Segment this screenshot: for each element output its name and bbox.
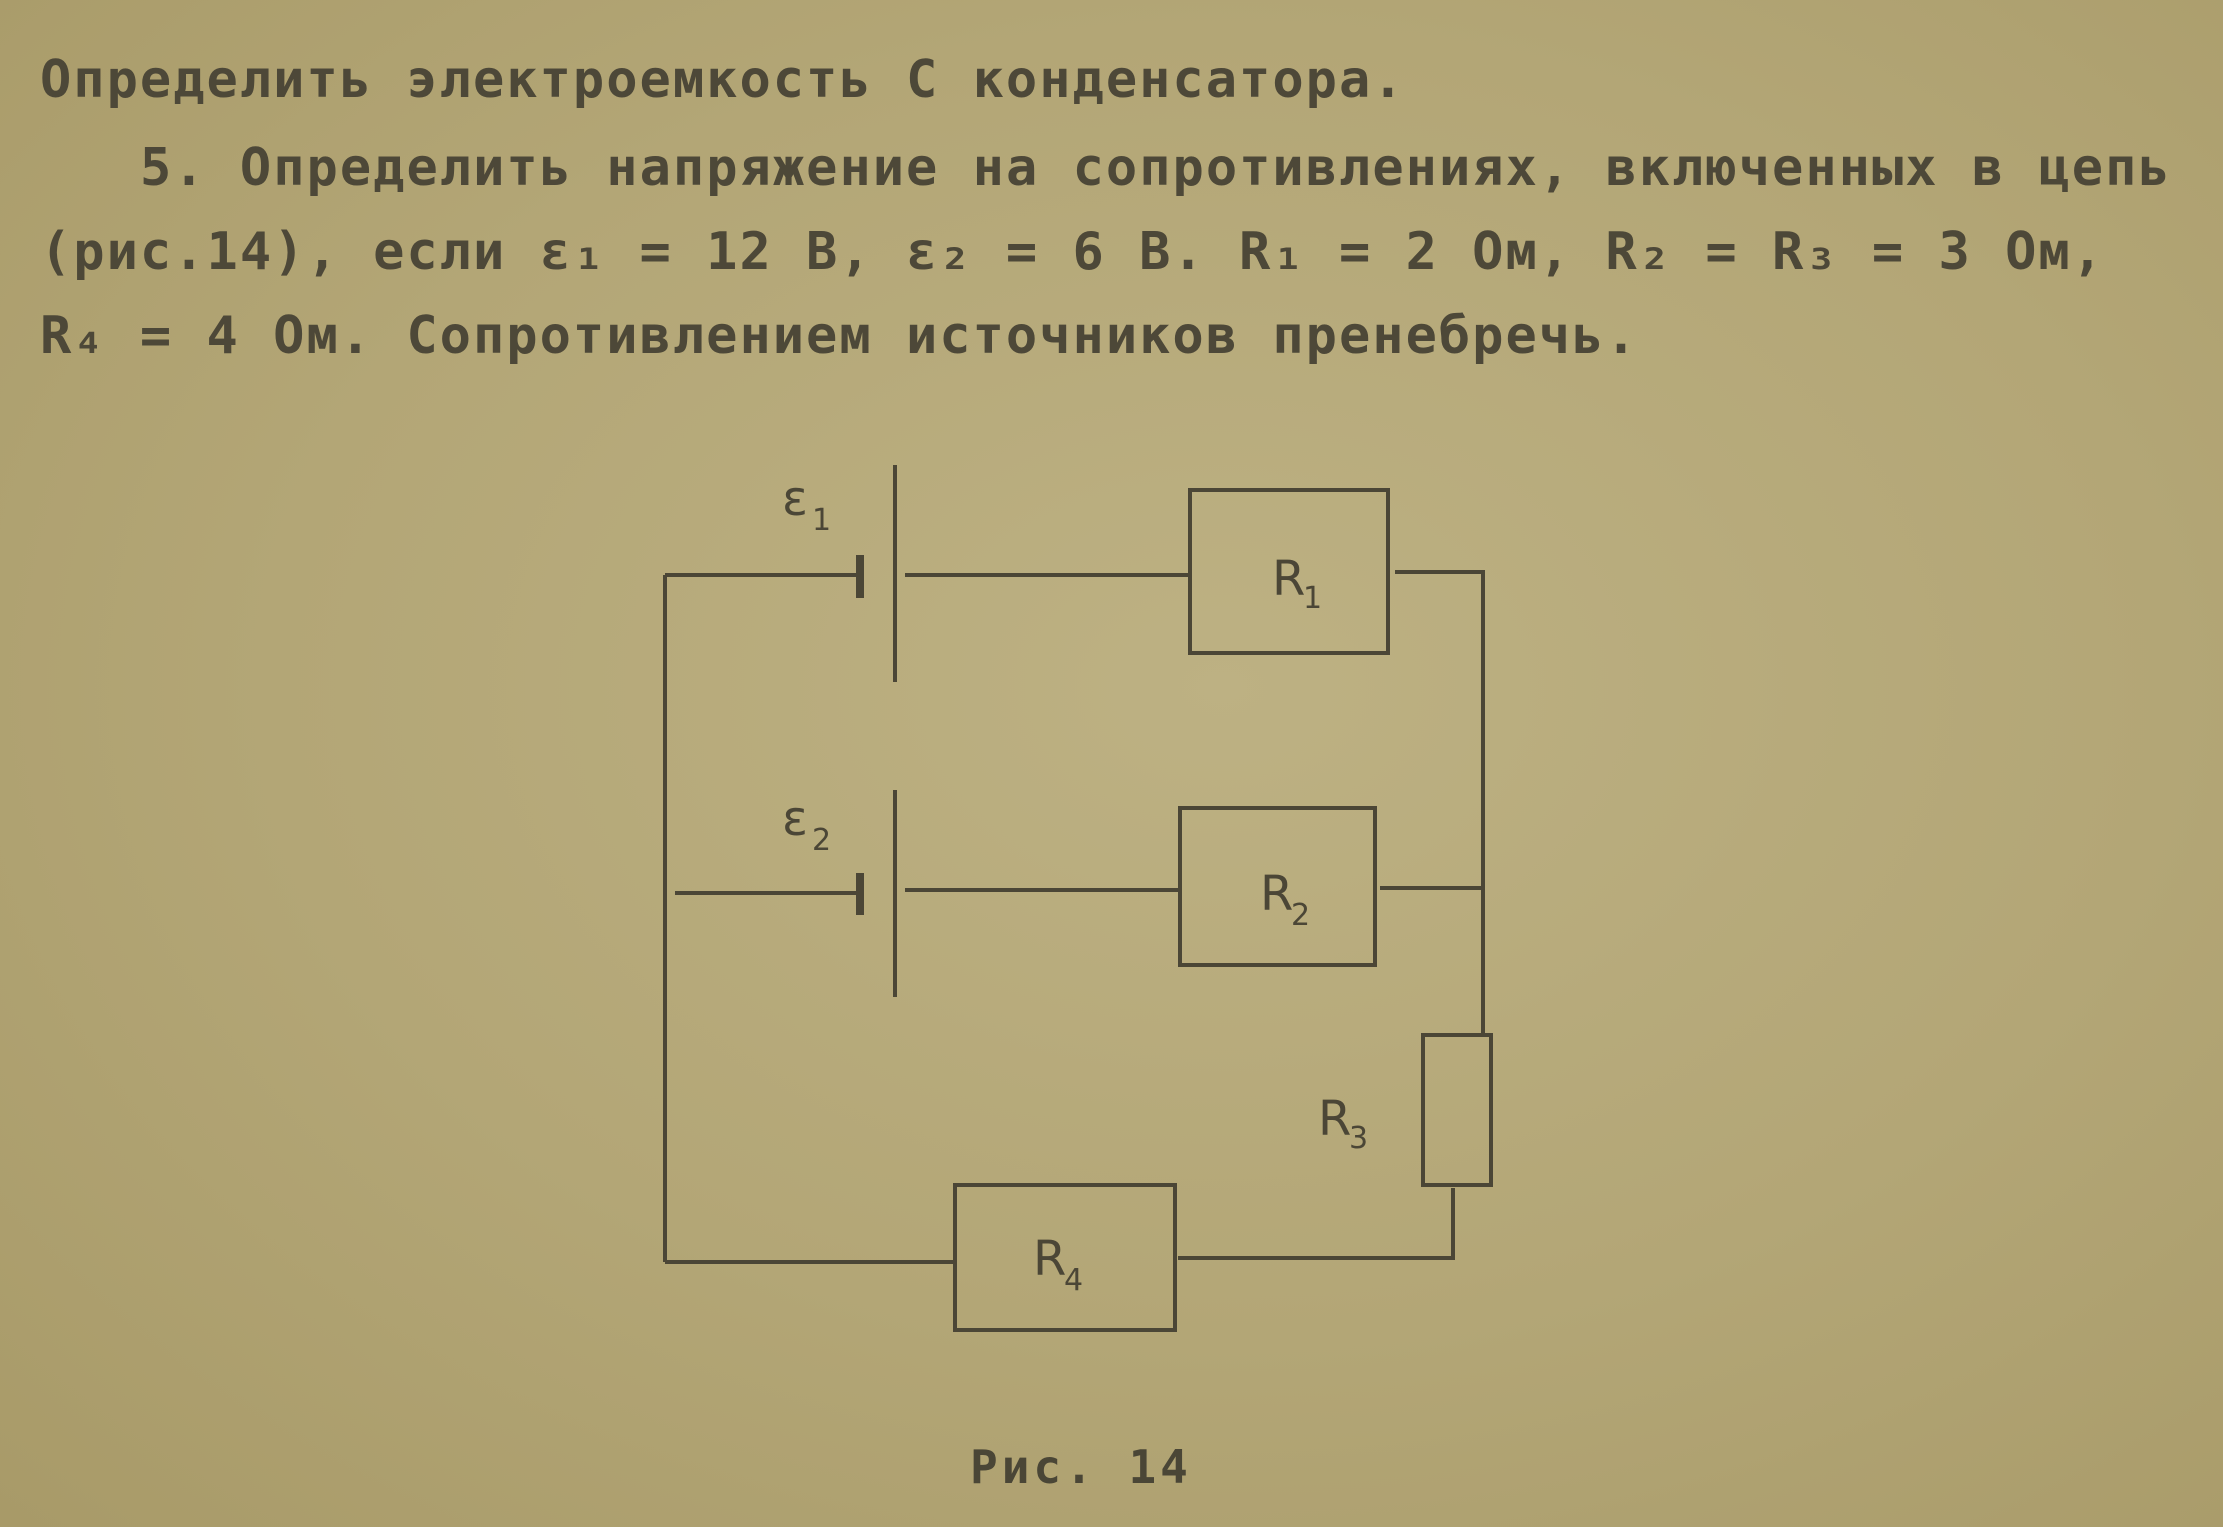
e1-subscript: 1	[812, 503, 831, 538]
resistor-r3	[1421, 1033, 1493, 1187]
problem-5-line-3: R₄ = 4 Ом. Сопротивлением источников пре…	[40, 306, 1639, 366]
e2-label: ε	[782, 791, 808, 847]
resistor-r4	[953, 1183, 1177, 1332]
r4-subscript: 4	[1064, 1263, 1083, 1298]
e2-subscript: 2	[812, 823, 831, 858]
figure-caption: Рис. 14	[970, 1440, 1192, 1494]
problem-5-line-2: (рис.14), если ε₁ = 12 В, ε₂ = 6 В. R₁ =…	[40, 222, 2106, 282]
r2-subscript: 2	[1291, 898, 1310, 933]
r3-subscript: 3	[1349, 1121, 1368, 1156]
resistor-r2	[1178, 806, 1377, 967]
r1-label: R	[1272, 551, 1305, 607]
r2-label: R	[1260, 866, 1293, 922]
r4-label: R	[1033, 1231, 1066, 1287]
text-line-1: Определить электроемкость C конденсатора…	[40, 50, 1406, 110]
wire-right	[1395, 570, 1485, 1035]
r1-subscript: 1	[1303, 581, 1322, 616]
problem-5-line-1: 5. Определить напряжение на сопротивлени…	[140, 138, 2172, 198]
r3-label: R	[1318, 1091, 1351, 1147]
resistor-r1	[1188, 488, 1390, 655]
wire-bottom-right	[1178, 1188, 1455, 1260]
e1-label: ε	[782, 471, 808, 527]
